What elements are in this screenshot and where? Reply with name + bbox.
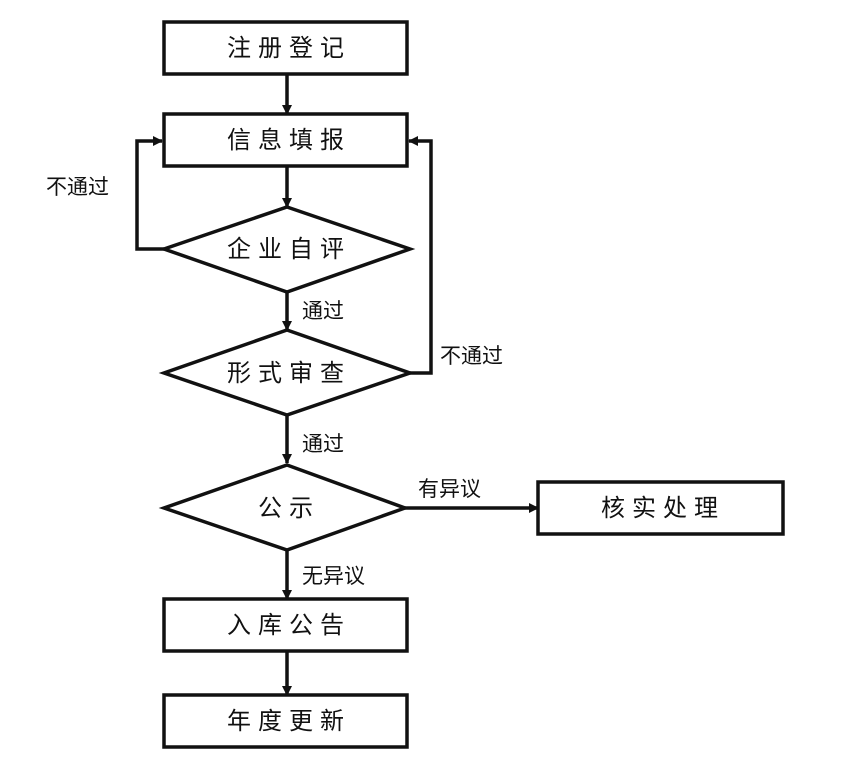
edge-label-self-eval-fail: 不通过 bbox=[46, 175, 109, 199]
edges bbox=[135, 74, 539, 696]
node-formal-review-diamond bbox=[158, 328, 416, 417]
node-annual-update-label: 年度更新 bbox=[227, 707, 351, 735]
edge-label-no-objection: 无异议 bbox=[302, 564, 365, 588]
edge-labels: 不通过 通过 不通过 通过 有异议 无异议 bbox=[46, 175, 503, 588]
node-formal-review-label: 形式审查 bbox=[227, 359, 351, 387]
node-labels: 注册登记 信息填报 企业自评 形式审查 公示 核实处理 入库公告 年度更新 bbox=[227, 34, 725, 735]
edge-review-fail-loop bbox=[408, 136, 433, 375]
node-verify-box bbox=[536, 480, 785, 536]
edge-label-review-fail: 不通过 bbox=[440, 344, 503, 368]
edge-label-self-eval-pass: 通过 bbox=[302, 299, 344, 323]
edge-label-has-objection: 有异议 bbox=[418, 477, 481, 501]
node-publicity-diamond bbox=[158, 463, 411, 552]
nodes bbox=[158, 20, 785, 749]
edge-label-review-pass: 通过 bbox=[302, 432, 344, 456]
node-warehouse-box bbox=[162, 597, 409, 653]
node-register-box bbox=[162, 20, 409, 76]
node-info-fill-label: 信息填报 bbox=[227, 126, 351, 154]
node-info-fill-box bbox=[162, 112, 409, 168]
node-publicity-label: 公示 bbox=[258, 494, 320, 522]
node-self-eval-diamond bbox=[158, 205, 416, 294]
edge-selfeval-fail-loop bbox=[135, 136, 164, 251]
node-warehouse-label: 入库公告 bbox=[227, 611, 351, 639]
node-register-label: 注册登记 bbox=[227, 34, 351, 62]
node-verify-label: 核实处理 bbox=[601, 494, 725, 522]
node-self-eval-label: 企业自评 bbox=[227, 235, 351, 263]
node-annual-update-box bbox=[162, 693, 409, 749]
